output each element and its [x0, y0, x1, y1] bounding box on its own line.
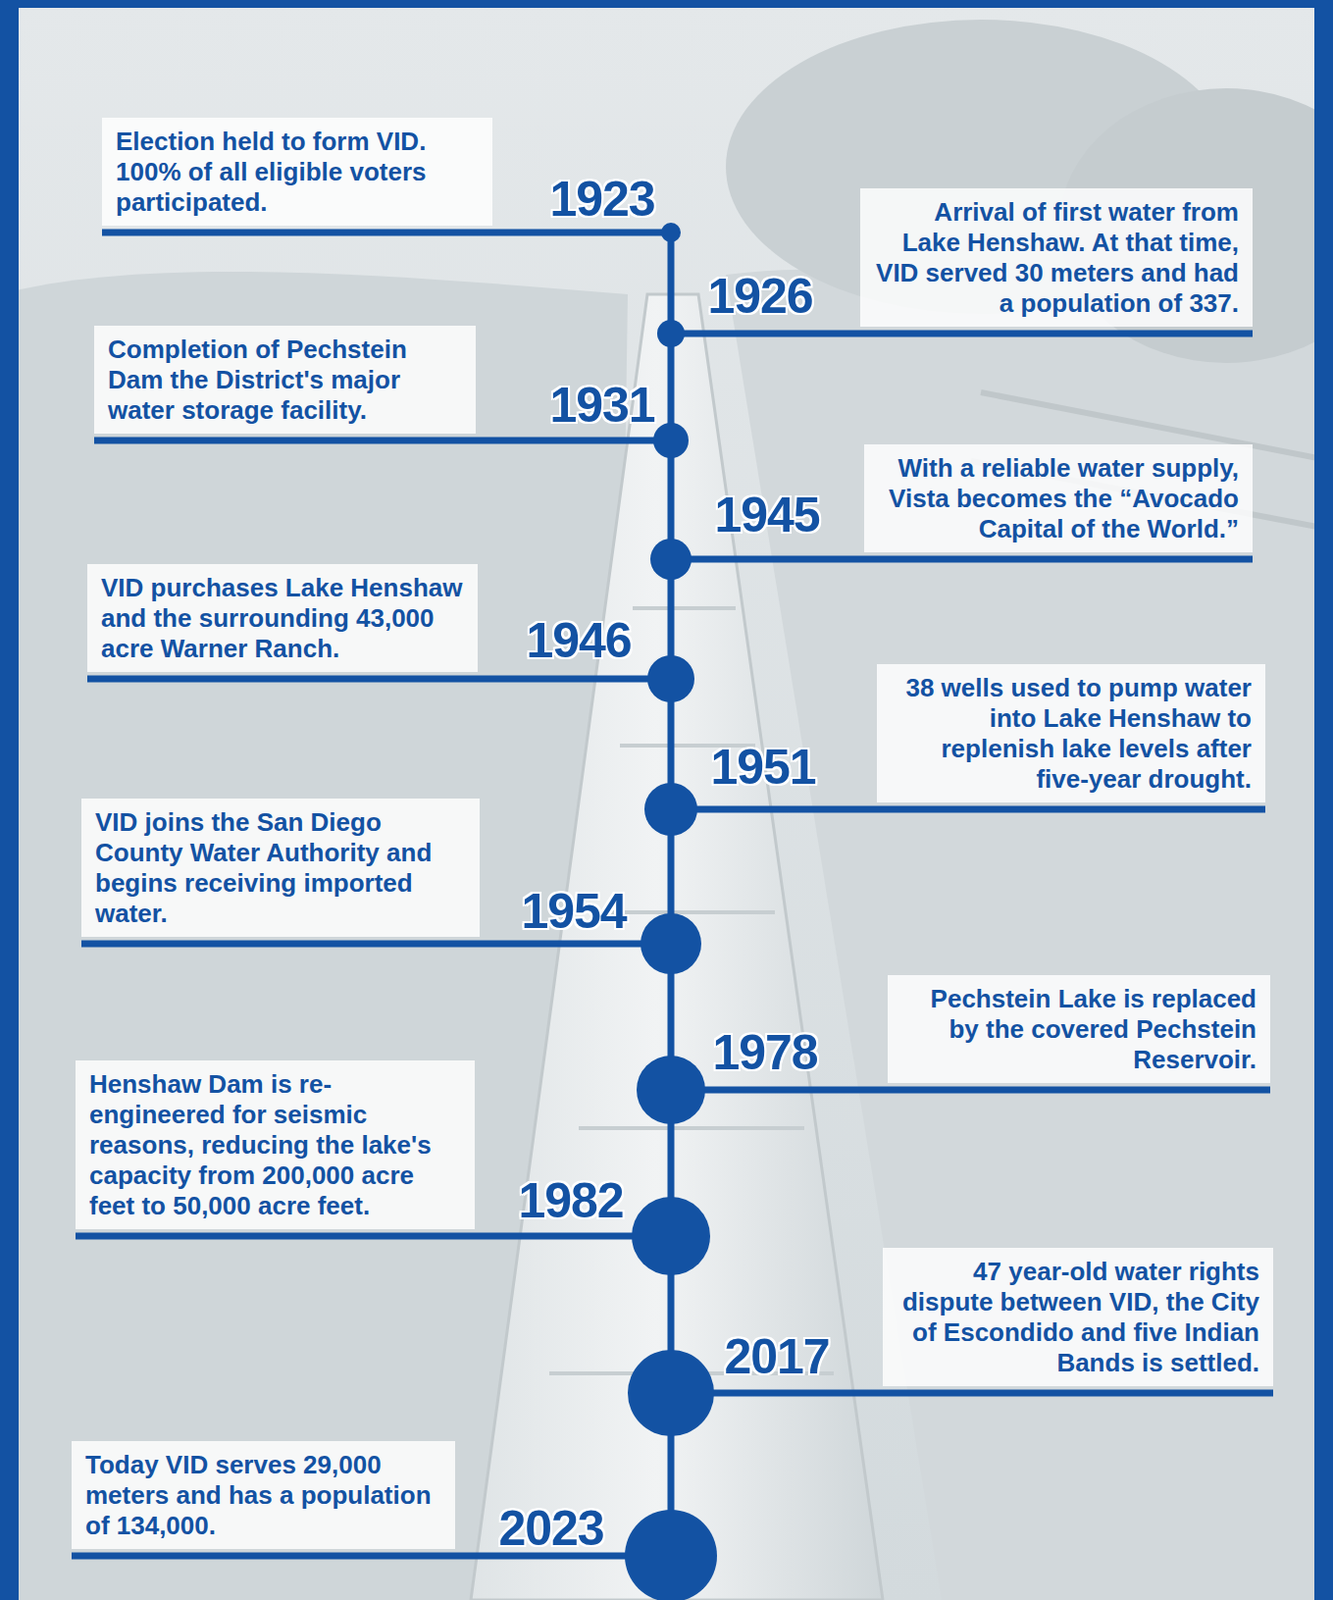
- event-text: Henshaw Dam is re-engineered for seismic…: [89, 1069, 462, 1222]
- branch-line: [81, 940, 671, 948]
- branch-line: [670, 1086, 1271, 1094]
- year-label: 1945: [714, 488, 820, 542]
- event-text: With a reliable water supply, Vista beco…: [877, 453, 1239, 545]
- event-text: 47 year-old water rights dispute between…: [896, 1256, 1260, 1379]
- event-text: Arrival of first water from Lake Henshaw…: [873, 197, 1239, 319]
- year-label: 1951: [710, 740, 816, 794]
- frame-border: [0, 0, 1333, 8]
- event-box: Arrival of first water from Lake Henshaw…: [860, 188, 1253, 327]
- timeline-dot: [653, 422, 689, 459]
- year-label: 1946: [525, 614, 631, 667]
- timeline-dot: [627, 1349, 715, 1436]
- event-box: With a reliable water supply, Vista beco…: [864, 444, 1253, 553]
- event-box: Completion of Pechstein Dam the District…: [94, 325, 476, 434]
- event-text: VID joins the San Diego County Water Aut…: [95, 807, 466, 929]
- timeline-dot: [661, 222, 681, 243]
- branch-line: [670, 1389, 1274, 1397]
- year-label: 2017: [723, 1330, 829, 1384]
- event-box: Pechstein Lake is replaced by the covere…: [887, 974, 1271, 1083]
- branch-line: [75, 1232, 671, 1240]
- frame-border: [1314, 0, 1333, 1600]
- year-label: 1982: [517, 1174, 623, 1228]
- frame-border: [0, 0, 19, 1600]
- event-box: Henshaw Dam is re-engineered for seismic…: [75, 1060, 475, 1230]
- branch-line: [670, 806, 1266, 814]
- year-label: 1926: [707, 269, 813, 323]
- event-box: 38 wells used to pump water into Lake He…: [876, 664, 1266, 803]
- event-box: VID purchases Lake Henshaw and the surro…: [87, 563, 478, 672]
- event-box: Election held to form VID. 100% of all e…: [102, 117, 493, 226]
- timeline-dot: [631, 1196, 711, 1276]
- timeline-dot: [644, 782, 698, 836]
- branch-line: [102, 229, 671, 237]
- year-label: 2023: [498, 1501, 604, 1555]
- event-box: VID joins the San Diego County Water Aut…: [81, 798, 480, 937]
- branch-line: [670, 556, 1253, 564]
- timeline-dot: [624, 1509, 718, 1600]
- event-text: Election held to form VID. 100% of all e…: [115, 126, 479, 218]
- event-text: VID purchases Lake Henshaw and the surro…: [101, 572, 464, 665]
- event-box: Today VID serves 29,000 meters and has a…: [71, 1440, 456, 1549]
- timeline: [71, 222, 1274, 1600]
- timeline-dot: [650, 538, 692, 580]
- year-label: 1954: [520, 884, 626, 938]
- event-text: Today VID serves 29,000 meters and has a…: [85, 1449, 442, 1541]
- year-label: 1978: [712, 1025, 818, 1079]
- event-text: Pechstein Lake is replaced by the covere…: [901, 983, 1257, 1076]
- pipe-joint: [549, 608, 834, 1374]
- event-text: 38 wells used to pump water into Lake He…: [890, 672, 1252, 795]
- year-label: 1931: [549, 378, 655, 432]
- year-label: 1923: [549, 172, 655, 226]
- branch-line: [94, 437, 671, 445]
- event-text: Completion of Pechstein Dam the District…: [107, 334, 462, 426]
- timeline-dot: [636, 1055, 706, 1125]
- branch-line: [670, 330, 1253, 338]
- timeline-dot: [657, 319, 685, 348]
- timeline-dot: [647, 655, 695, 703]
- timeline-dot: [640, 913, 702, 975]
- event-box: 47 year-old water rights dispute between…: [882, 1247, 1274, 1386]
- branch-line: [87, 675, 671, 683]
